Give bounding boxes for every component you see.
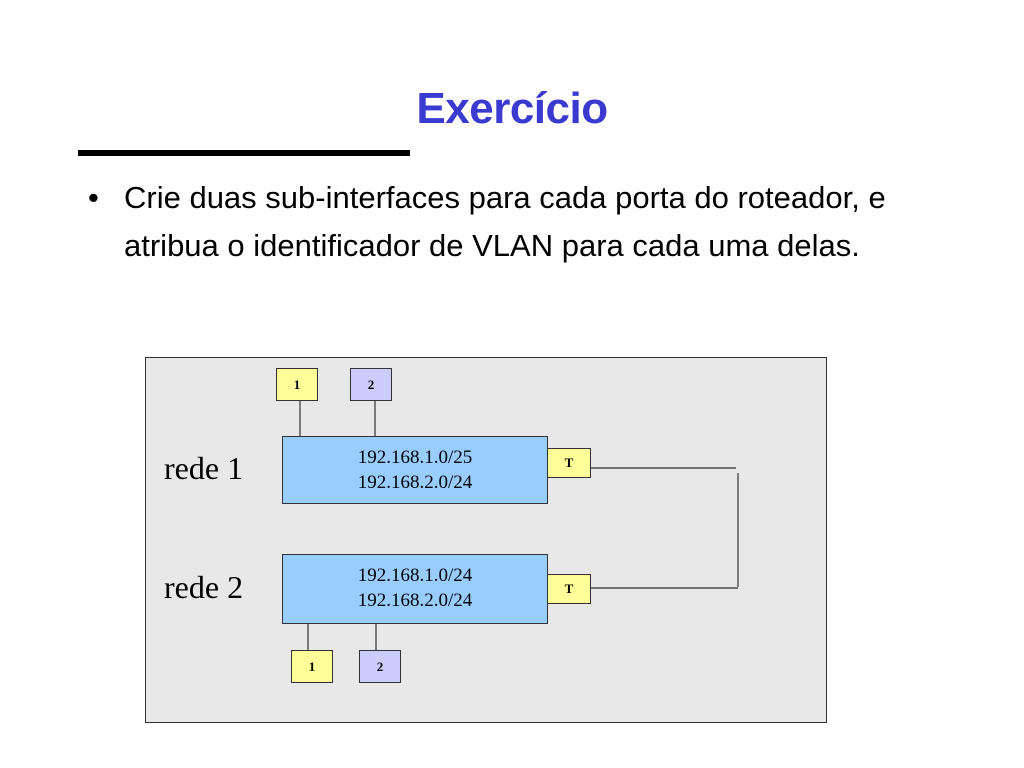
- rede2-subnet-1: 192.168.1.0/24: [357, 565, 473, 586]
- bullet-text: Crie duas sub-interfaces para cada porta…: [124, 180, 886, 263]
- rede2-subnet-2: 192.168.2.0/24: [357, 590, 473, 611]
- bullet-marker: •: [88, 180, 99, 215]
- rede1-subnet-1: 192.168.1.0/25: [357, 447, 473, 468]
- rede2-label: rede 2: [164, 569, 244, 605]
- title-underline: [78, 150, 410, 156]
- slide-title: Exercício: [416, 84, 608, 133]
- rede1-label: rede 1: [164, 450, 244, 486]
- rede1-subnet-2: 192.168.2.0/24: [357, 472, 473, 493]
- rede2-router: 192.168.1.0/24 192.168.2.0/24: [282, 554, 548, 624]
- rede1-port-1: 1: [276, 368, 318, 401]
- rede2-port-1: 1: [291, 650, 333, 683]
- network-diagram: 1 2 rede 1 192.168.1.0/25 192.168.2.0/24…: [145, 357, 827, 723]
- rede1-trunk-port: T: [547, 448, 591, 478]
- rede2-trunk-port: T: [547, 574, 591, 604]
- rede2-port-2: 2: [359, 650, 401, 683]
- connection-lines: [299, 401, 739, 653]
- rede1-router: 192.168.1.0/25 192.168.2.0/24: [282, 436, 548, 504]
- rede1-port-2: 2: [350, 368, 392, 401]
